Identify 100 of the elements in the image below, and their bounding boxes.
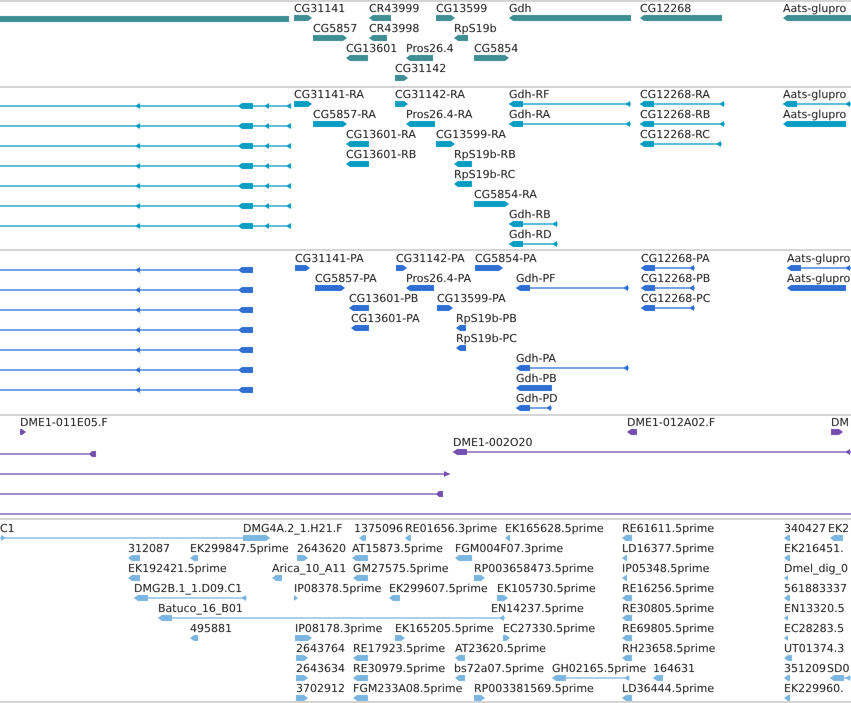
feature-label: RpS19b-RC [454,169,516,180]
feature-label: CG31141-RA [294,89,364,100]
feature-label: CG12268-PC [641,293,710,304]
feature-label: CG12268-PB [641,273,710,284]
feature-label: Pros26.4-PA [406,273,472,284]
feature-label: CG5857-RA [313,109,376,120]
feature-label: DMG2B.1_1.D09.C1 [134,583,242,594]
feature-label: CG31141-PA [295,253,364,264]
feature-label: Aats-glupro [787,273,850,284]
feature-label: EK229960. [784,683,844,694]
feature-label: EK299607.5prime [389,583,488,594]
feature-label: CG12268-PA [641,253,710,264]
feature-label: CR43998 [369,23,420,34]
feature-label: GM27575.5prime [353,563,449,574]
feature-label: FGM004F07.3prime [455,543,564,554]
feature-label: CG13601-PA [351,313,420,324]
feature-label: RpS19b [454,23,497,34]
feature-label: CG13601 [346,43,398,54]
feature-label: EC28283.5 [784,623,844,634]
feature-label: CG31142 [395,63,446,74]
feature-label: 312087 [128,543,170,554]
feature-label: Arica_10_A11 [272,563,346,574]
feature-label: RP003381569.5prime [474,683,594,694]
feature-label: CG13601-RB [346,149,416,160]
feature-label: CG13601-PB [349,293,418,304]
feature-label: CG5857-PA [315,273,377,284]
feature-label: EK192421.5prime [128,563,227,574]
feature-label: 561883337 [784,583,847,594]
feature-label: CG12268-RB [640,109,710,120]
feature-label: RP003658473.5prime [474,563,594,574]
feature-label: RE17923.5prime [353,643,446,654]
feature-label: 2643620 [297,543,346,554]
feature-label: CG12268 [640,3,692,14]
feature-label: EK216451. [784,543,844,554]
feature-label: 495881 [190,623,232,634]
feature-label: RE30979.5prime [353,663,446,674]
feature-label: Aats-glupro [783,89,846,100]
feature-label: 351209 [784,663,826,674]
feature-label: EK105730.5prime [497,583,596,594]
feature-label: Gdh-PB [516,373,557,384]
feature-label: CG12268-RA [640,89,710,100]
feature-label: Batuco_16_B01 [158,603,243,614]
feature-label: RE61611.5prime [622,523,714,534]
feature-label: CG13599-RA [436,129,506,140]
feature-label: DME1-002O20 [453,437,533,448]
feature-label: EK299847.5prime [190,543,289,554]
feature-label: C1 [0,523,15,534]
feature-label: EK2 [828,523,850,534]
feature-label: RpS19b-PB [456,313,517,324]
feature-label: IP05348.5prime [622,563,710,574]
feature-label: AT15873.5prime [352,543,443,554]
feature-label: CG5854 [474,43,518,54]
feature-label: CG5857 [313,23,358,34]
feature-label: FGM233A08.5prime [353,683,462,694]
feature-label: EK165628.5prime [505,523,604,534]
feature-label: DME1-011E05.F [20,417,108,428]
feature-label: DME1-012A02.F [627,417,716,428]
feature-label: RE16256.5prime [622,583,714,594]
feature-label: Pros26.4-RA [406,109,472,120]
feature-label: Gdh-PF [516,273,556,284]
feature-label: LD36444.5prime [622,683,714,694]
feature-label: Gdh-RB [509,209,551,220]
feature-label: CR43999 [369,3,420,14]
feature-label: EN14237.5prime [491,603,584,614]
feature-label: RH23658.5prime [622,643,716,654]
feature-label: DM [831,417,849,428]
feature-label: EK165205.5prime [395,623,494,634]
feature-label: 3702912 [296,683,345,694]
feature-label: CG31142-PA [396,253,465,264]
feature-label: IP08378.5prime [294,583,382,594]
feature-label: CG5854-PA [475,253,537,264]
feature-label: EC27330.5prime [503,623,596,634]
feature-label: GH02165.5prime [552,663,646,674]
feature-label: LD16377.5prime [622,543,714,554]
feature-label: Dmel_dig_0 [784,563,848,574]
feature-label: Gdh-RA [509,109,550,120]
feature-label: RpS19b-RB [454,149,516,160]
feature-label: CG31142-RA [395,89,465,100]
feature-label: CG5854-RA [474,189,537,200]
feature-label: Gdh-PD [516,393,558,404]
feature-label: CG12268-RC [640,129,710,140]
feature-label: 164631 [653,663,695,674]
feature-label: RE69805.5prime [622,623,714,634]
feature-label: SD0 [827,663,850,674]
feature-label: bs72a07.5prime [454,663,544,674]
feature-label: 2643634 [296,663,345,674]
feature-label: EN13320.5 [784,603,845,614]
feature-label: 2643764 [296,643,345,654]
feature-label: Aats-glupro [783,3,846,14]
feature-label: Pros26.4 [406,43,454,54]
feature-label: Gdh [509,3,532,14]
feature-label: UT01374.3 [784,643,844,654]
feature-label: 1375096 [354,523,403,534]
feature-label: RE01656.3prime [405,523,498,534]
feature-label: Aats-glupro [787,253,850,264]
feature-label: 340427 [784,523,826,534]
feature-label: CG31141 [294,3,346,14]
feature-label: CG13599 [436,3,488,14]
feature-label: CG13601-RA [346,129,416,140]
feature-label: DMG4A.2_1.H21.F [243,523,342,534]
